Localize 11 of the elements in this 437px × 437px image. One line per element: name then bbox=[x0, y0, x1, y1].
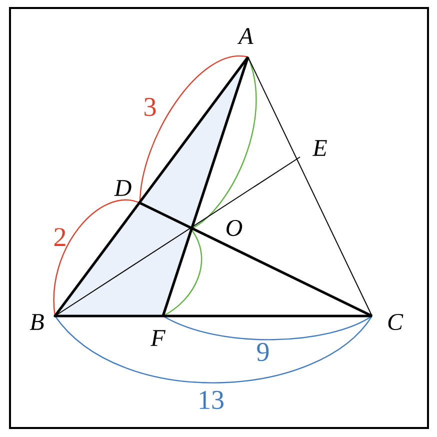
point-label: C bbox=[388, 314, 404, 330]
length-label: 9 bbox=[257, 342, 269, 362]
point-label: D bbox=[114, 180, 132, 196]
point-label: F bbox=[150, 330, 166, 346]
point-label: B bbox=[30, 314, 44, 330]
point-label: O bbox=[226, 220, 242, 236]
length-label: 3 bbox=[144, 98, 156, 116]
point-label: E bbox=[312, 140, 327, 156]
length-label: 2 bbox=[54, 228, 66, 246]
length-label: 13 bbox=[200, 390, 224, 410]
point-label: A bbox=[237, 28, 254, 44]
